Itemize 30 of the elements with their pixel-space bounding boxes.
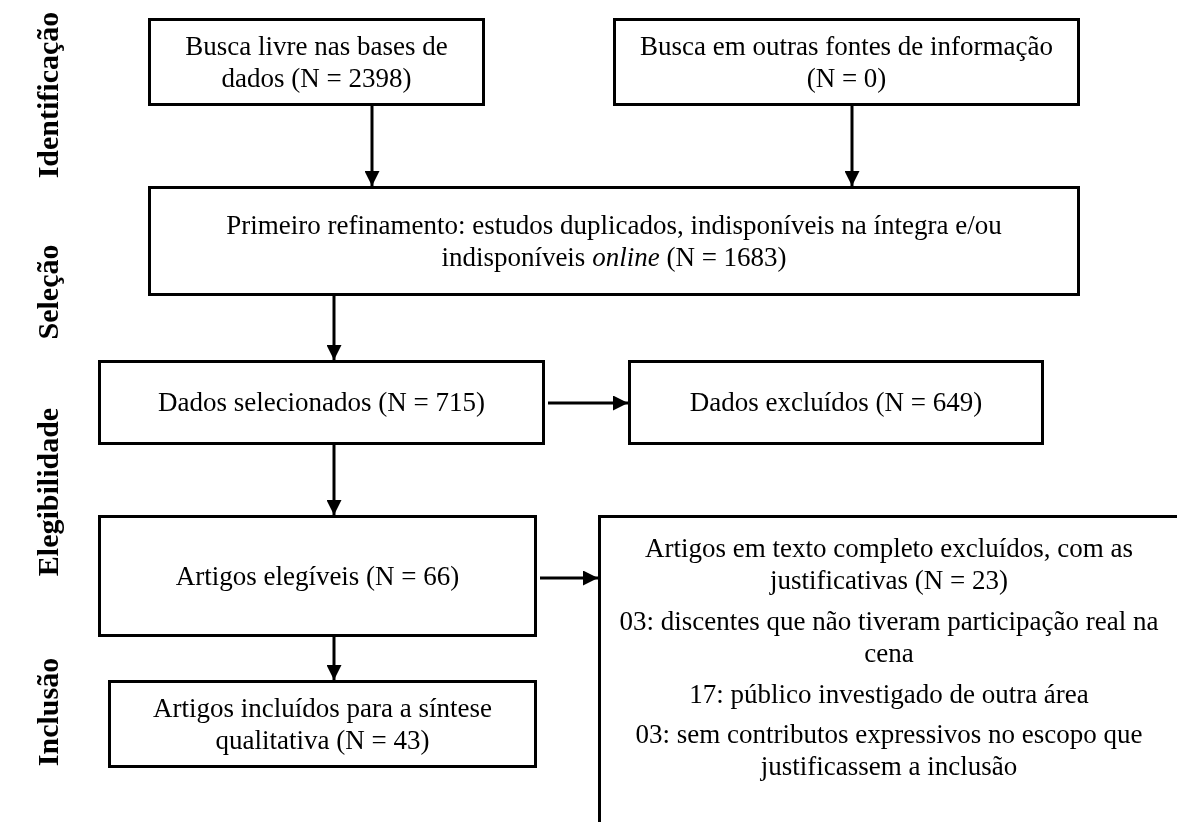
exclusion-reason: 03: sem contributos expressivos no escopo que justificassem a inclusão [634, 717, 1144, 783]
process-box [108, 680, 537, 768]
process-box [148, 186, 1080, 296]
arrow [326, 445, 342, 515]
process-box [98, 360, 545, 445]
exclusion-panel [598, 515, 1177, 822]
box-text: Busca em outras fontes de informação (N = 0) [638, 29, 1055, 95]
process-box [98, 515, 537, 637]
box-text: Dados excluídos (N = 649) [689, 386, 983, 419]
stage-label: Inclusão [31, 657, 65, 767]
process-box [628, 360, 1044, 445]
box-text: Busca livre nas bases de dados (N = 2398) [184, 29, 449, 95]
exclusion-reason: 17: público investigado de outra área [689, 677, 1089, 710]
stage-label: Identificação [31, 11, 65, 179]
arrow [326, 296, 342, 360]
stage-label: Elegibilidade [31, 407, 65, 577]
box-text: Artigos elegíveis (N = 66) [175, 559, 460, 593]
box-text: Primeiro refinamento: estudos duplicados, indisponíveis na íntegra e/ou indisponíveis online (N = 1683) [225, 208, 1003, 274]
arrow [364, 106, 380, 186]
box-text: Artigos em texto completo excluídos, com as justificativas (N = 23) [643, 532, 1135, 597]
arrow [326, 637, 342, 680]
arrow [540, 570, 598, 586]
arrow [548, 395, 628, 411]
box-text: Dados selecionados (N = 715) [157, 386, 486, 419]
stage-label: Seleção [31, 244, 65, 340]
arrow [844, 106, 860, 186]
process-box [613, 18, 1080, 106]
box-text: Artigos incluídos para a síntese qualitativa (N = 43) [152, 691, 493, 757]
process-box [148, 18, 485, 106]
exclusion-reason: 03: discentes que não tiveram participação real na cena [618, 604, 1160, 670]
